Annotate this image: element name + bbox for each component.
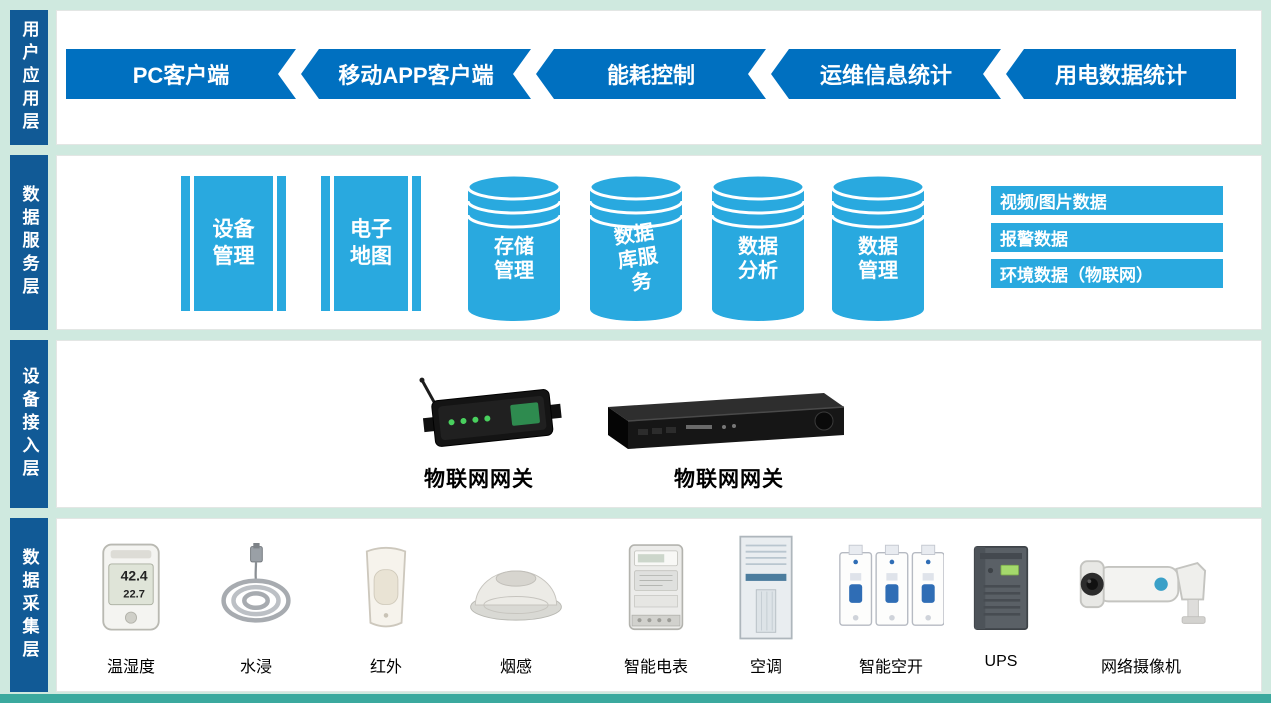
cylinder-data-analysis: 数据 分析 bbox=[708, 171, 808, 323]
device-item: 智能空开 bbox=[831, 531, 951, 677]
iot-gateway-rack-icon bbox=[592, 379, 852, 464]
device-label: 红外 bbox=[369, 659, 402, 676]
air-conditioner-icon bbox=[735, 531, 797, 645]
smoke-detector-icon bbox=[464, 531, 568, 645]
data-item-environment: 环境数据（物联网） bbox=[991, 259, 1223, 288]
device-item: 网络摄像机 bbox=[1061, 531, 1221, 677]
banner-energy-control: 能耗控制 bbox=[536, 49, 766, 99]
cylinder-shape bbox=[710, 173, 806, 321]
gateway-label: 物联网网关 bbox=[674, 468, 784, 491]
collection-layer-panel: 42.4 22.7 温湿度 水浸 bbox=[56, 518, 1262, 692]
device-item: UPS bbox=[951, 531, 1051, 671]
cylinder-label: 数据 分析 bbox=[738, 236, 778, 282]
smart-breaker-icon bbox=[838, 531, 944, 645]
device-label: 温湿度 bbox=[106, 659, 155, 676]
device-label: 智能空开 bbox=[858, 659, 923, 676]
layer-label-application: 用户应用层 bbox=[10, 10, 48, 145]
layer-label-service: 数据服务层 bbox=[10, 155, 48, 330]
cylinder-storage-management: 存储 管理 bbox=[464, 171, 564, 323]
device-label: 网络摄像机 bbox=[1100, 659, 1181, 676]
service-layer-panel: 设备 管理 电子 地图 存储 管理 数据 库服 务 bbox=[56, 155, 1262, 330]
cylinder-shape bbox=[588, 173, 684, 321]
device-item: 42.4 22.7 温湿度 bbox=[76, 531, 186, 677]
iot-gateway-small-icon bbox=[417, 367, 567, 467]
layer-label-access: 设备接入层 bbox=[10, 340, 48, 508]
device-item: 智能电表 bbox=[601, 531, 711, 677]
application-layer-panel: PC客户端 移动APP客户端 能耗控制 运维信息统计 用电数据统计 bbox=[56, 10, 1262, 145]
cylinder-data-management: 数据 管理 bbox=[828, 171, 928, 323]
bottom-accent-bar bbox=[0, 694, 1271, 703]
svg-text:42.4: 42.4 bbox=[121, 568, 148, 584]
device-item: 空调 bbox=[711, 531, 821, 677]
device-label: 智能电表 bbox=[623, 659, 688, 676]
device-label: UPS bbox=[984, 653, 1018, 670]
banner-power-statistics: 用电数据统计 bbox=[1006, 49, 1236, 99]
layer-label-collection: 数据采集层 bbox=[10, 518, 48, 692]
cylinder-shape bbox=[466, 173, 562, 321]
cylinder-label: 存储 管理 bbox=[494, 236, 534, 282]
device-item: 红外 bbox=[331, 531, 441, 677]
device-label: 空调 bbox=[749, 659, 782, 676]
device-item: 烟感 bbox=[461, 531, 571, 677]
gateway-label: 物联网网关 bbox=[424, 468, 534, 491]
cylinder-shape bbox=[830, 173, 926, 321]
water-leak-sensor-icon bbox=[211, 531, 301, 645]
network-camera-icon bbox=[1068, 531, 1214, 645]
data-item-alarm: 报警数据 bbox=[991, 223, 1223, 252]
banner-ops-statistics: 运维信息统计 bbox=[771, 49, 1001, 99]
banner-mobile-app: 移动APP客户端 bbox=[301, 49, 531, 99]
data-item-video-image: 视频/图片数据 bbox=[991, 186, 1223, 215]
access-layer-panel: 物联网网关 物联网网关 bbox=[56, 340, 1262, 508]
device-item: 水浸 bbox=[201, 531, 311, 677]
thermo-hygrometer-icon: 42.4 22.7 bbox=[94, 531, 168, 645]
device-label: 水浸 bbox=[239, 659, 272, 676]
banner-pc-client: PC客户端 bbox=[66, 49, 296, 99]
svg-text:22.7: 22.7 bbox=[123, 588, 145, 600]
device-label: 烟感 bbox=[499, 659, 532, 676]
cylinder-label: 数据 管理 bbox=[858, 236, 898, 282]
cylinder-database-service: 数据 库服 务 bbox=[586, 171, 686, 323]
block-electronic-map: 电子 地图 bbox=[321, 176, 421, 311]
infrared-sensor-icon bbox=[354, 531, 418, 645]
smart-meter-icon bbox=[623, 531, 689, 645]
ups-icon bbox=[966, 531, 1036, 645]
block-device-management: 设备 管理 bbox=[181, 176, 286, 311]
